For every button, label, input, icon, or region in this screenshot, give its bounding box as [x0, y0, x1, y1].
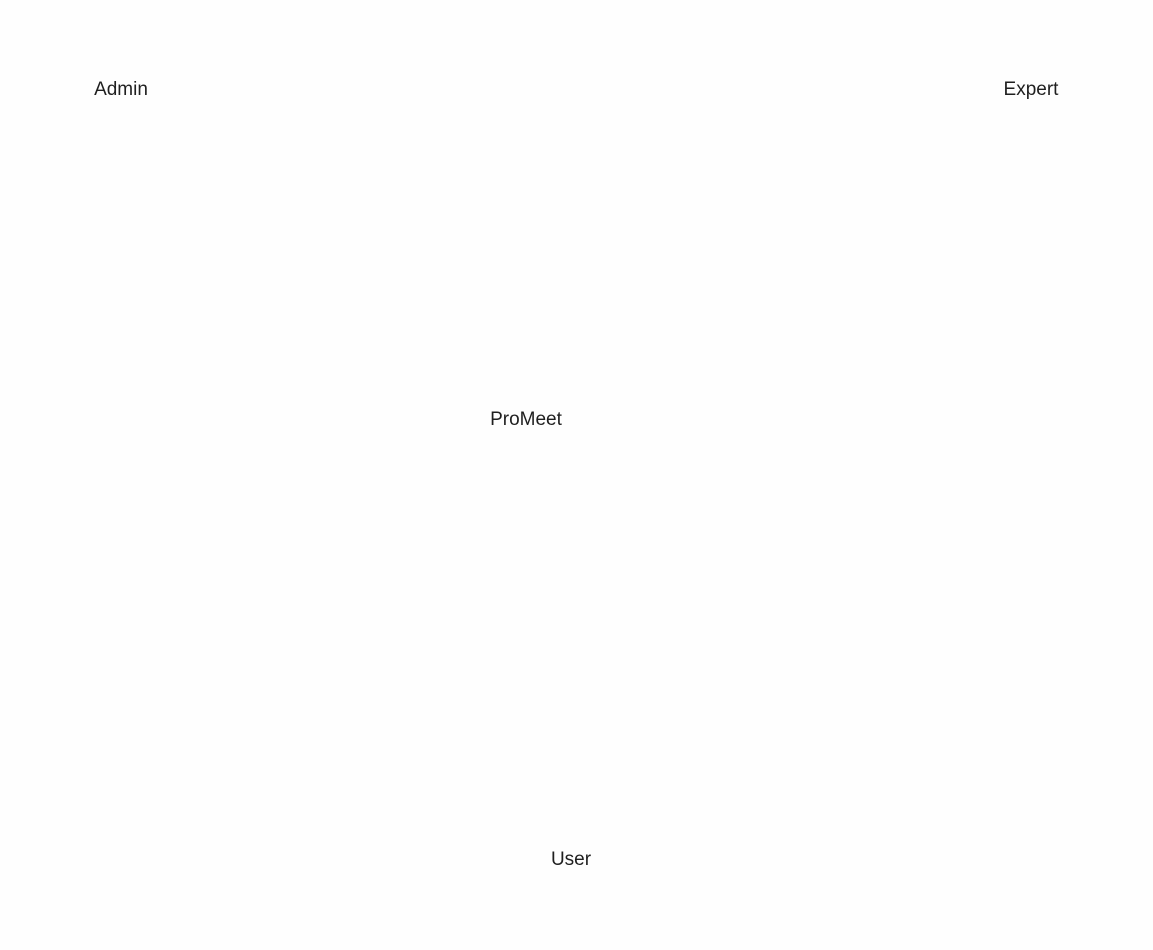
node-label-user: User [550, 849, 592, 870]
node-label-admin: Admin [94, 79, 148, 100]
node-label-system: ProMeet [490, 409, 562, 430]
node-label-expert: Expert [1003, 79, 1059, 100]
